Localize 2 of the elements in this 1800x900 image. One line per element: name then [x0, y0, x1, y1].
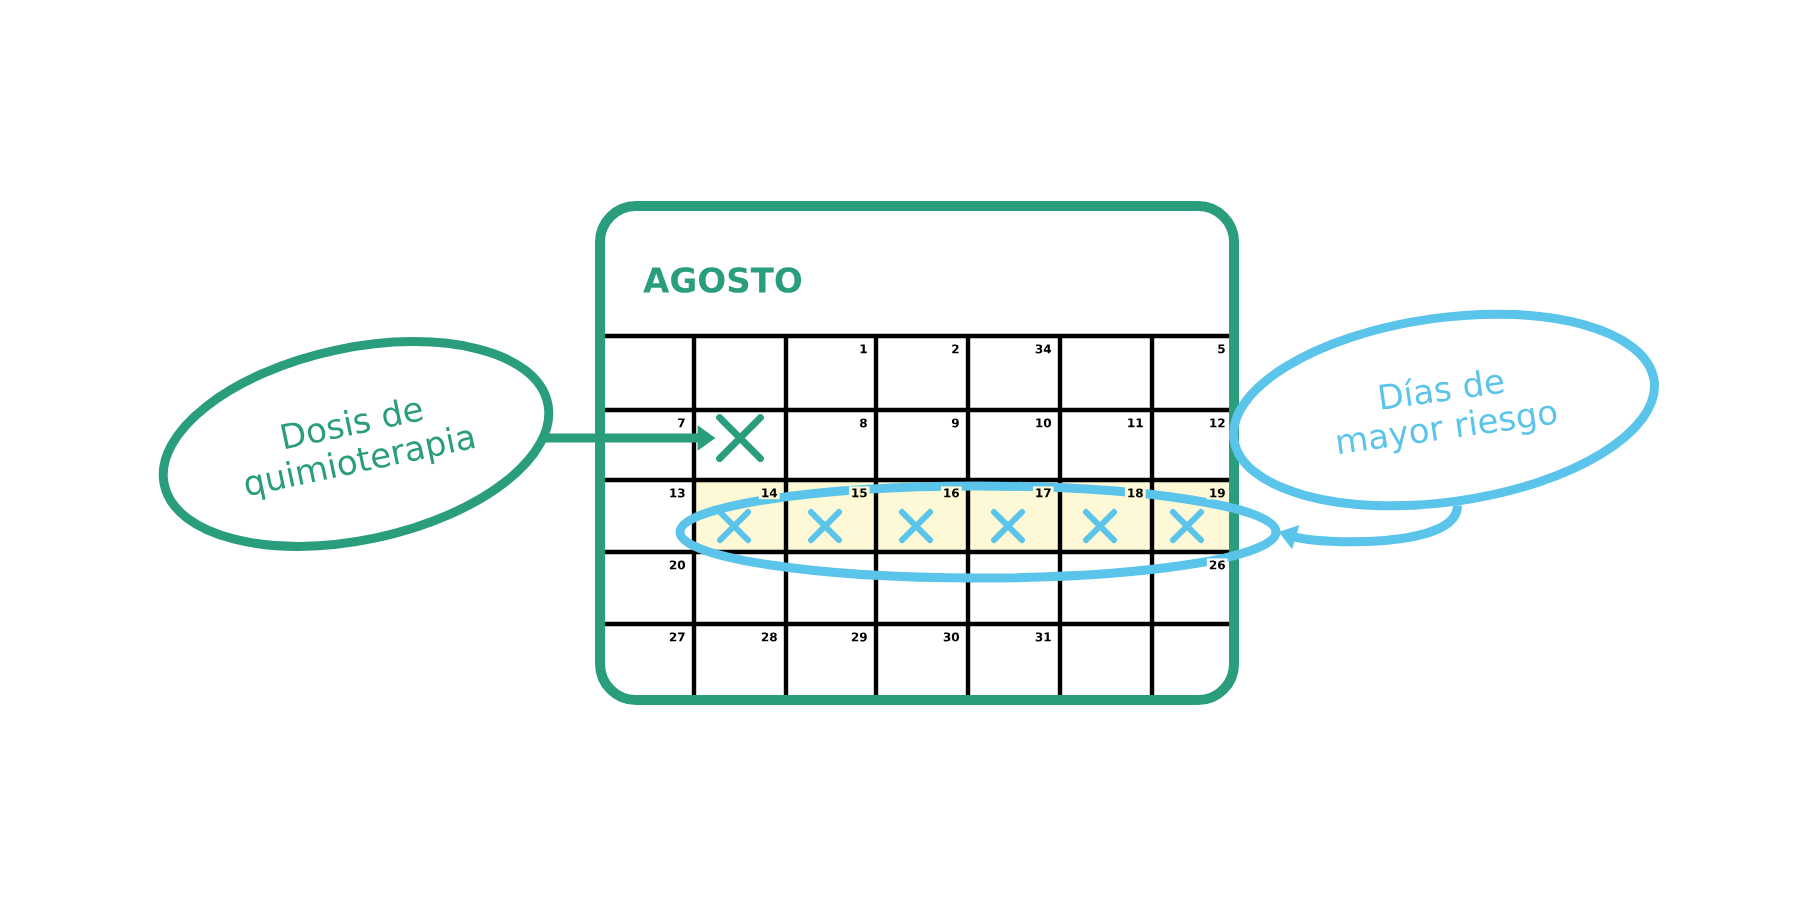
speech-bubble: Días de mayor riesgo	[1229, 309, 1659, 511]
cross-mark	[716, 414, 764, 462]
